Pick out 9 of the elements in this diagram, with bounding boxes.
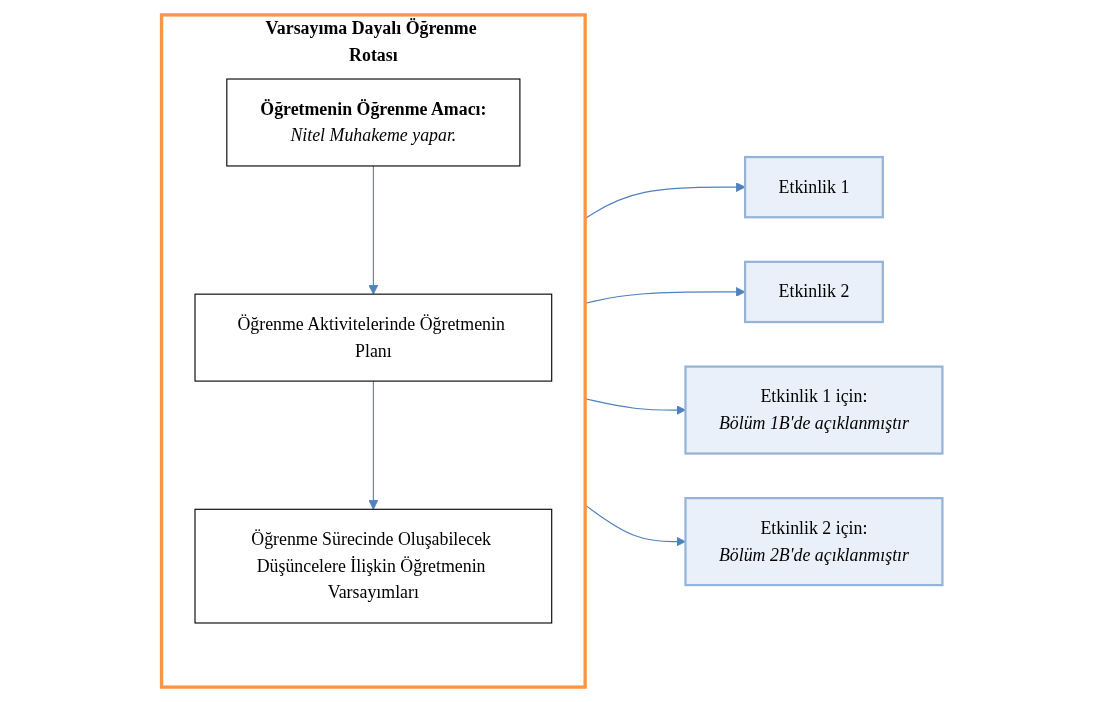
node-box: Etkinlik 1 (743, 155, 884, 219)
node-box: Etkinlik 2 (743, 260, 884, 324)
node-box: Etkinlik 2 için: Bölüm 2B'de açıklanmıştır (684, 497, 944, 587)
node-box: Öğrenme Aktivitelerinde Öğretmenin Planı (194, 293, 553, 382)
node-box: Öğrenme Sürecinde Oluşabilecek Düşüncelere İlişkin Öğretmenin Varsayımları (194, 508, 553, 624)
arrow (368, 380, 379, 510)
arrow (368, 165, 379, 295)
node-box: Etkinlik 1 için: Bölüm 1B'de açıklanmıştır (684, 365, 944, 455)
node-box: Öğretmenin Öğrenme Amacı: Nitel Muhakeme yapar. (226, 78, 521, 167)
